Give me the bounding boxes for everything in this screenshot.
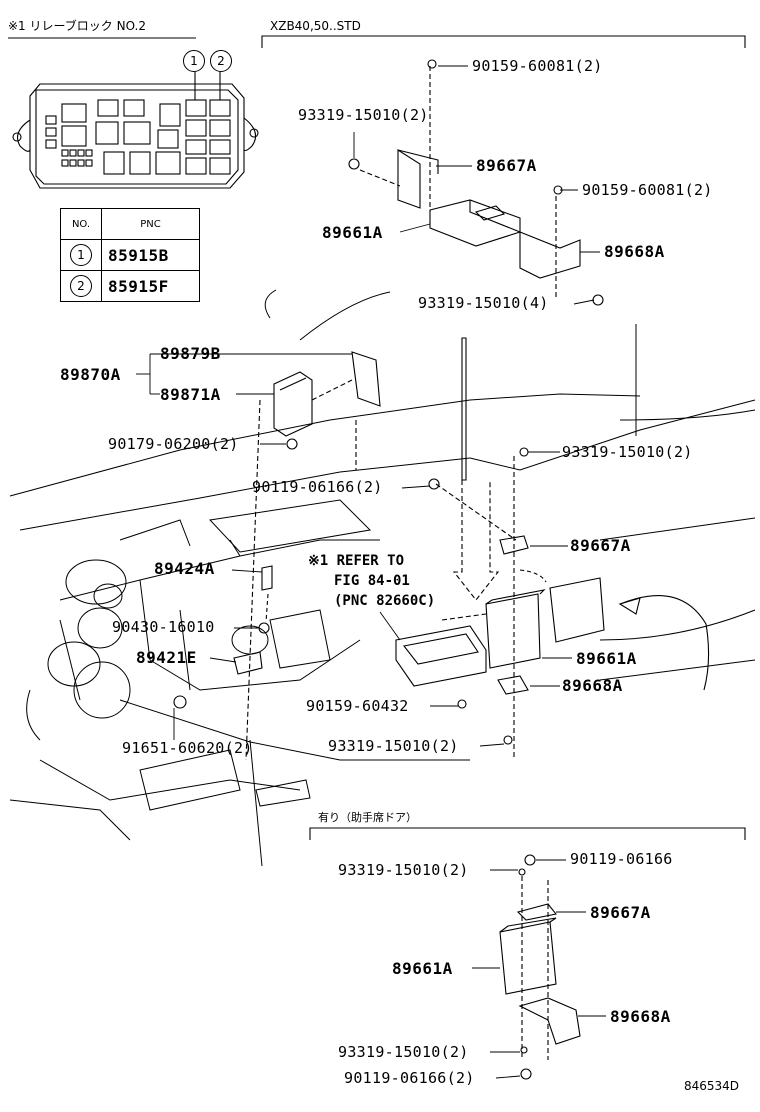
header-no: NO. bbox=[60, 208, 102, 240]
top-section-bracket bbox=[261, 35, 746, 48]
bottom-ecu-assembly bbox=[499, 854, 581, 1080]
row-pnc: 85915F bbox=[101, 270, 200, 302]
table-row: 1 85915B bbox=[60, 239, 200, 271]
part-label-93319-15010: 93319-15010(2) bbox=[338, 861, 469, 879]
part-label-89870a: 89870A bbox=[60, 365, 121, 384]
part-label-90179-06200: 90179-06200(2) bbox=[108, 435, 239, 453]
header-pnc: PNC bbox=[101, 208, 200, 240]
vehicle-body-outline bbox=[9, 289, 756, 867]
top-ecu-assembly bbox=[348, 59, 604, 306]
part-label-90119-06166: 90119-06166 bbox=[570, 850, 673, 868]
refer-note-line1: ※1 REFER TO bbox=[308, 553, 405, 569]
part-label-89421e: 89421E bbox=[136, 648, 197, 667]
part-label-90119-06166: 90119-06166(2) bbox=[344, 1069, 475, 1087]
part-label-89668a: 89668A bbox=[604, 242, 665, 261]
part-label-89661a: 89661A bbox=[392, 959, 453, 978]
relay-module-89870a bbox=[273, 351, 381, 450]
bottom-section-bracket bbox=[309, 827, 746, 840]
refer-note-line2: FIG 84-01 bbox=[334, 573, 410, 589]
pnc-table-header: NO. PNC bbox=[60, 208, 200, 240]
leader-lines bbox=[136, 65, 606, 1079]
relay-block-diagram bbox=[12, 72, 259, 189]
relay-block-title: ※1 リレーブロック NO.2 bbox=[8, 19, 146, 33]
part-label-89661a: 89661A bbox=[322, 223, 383, 242]
table-row: 2 85915F bbox=[60, 270, 200, 302]
part-label-90159-60432: 90159-60432 bbox=[306, 697, 409, 715]
part-label-93319-15010: 93319-15010(2) bbox=[298, 106, 429, 124]
part-label-91651-60620: 91651-60620(2) bbox=[122, 739, 253, 757]
figure-id: 846534D bbox=[684, 1079, 740, 1093]
part-label-93319-15010: 93319-15010(4) bbox=[418, 294, 549, 312]
part-label-89661a: 89661A bbox=[576, 649, 637, 668]
part-label-89667a: 89667A bbox=[590, 903, 651, 922]
part-label-89879b: 89879B bbox=[160, 344, 221, 363]
bottom-section-header: 有り（助手席ドア） bbox=[318, 811, 417, 824]
part-label-89668a: 89668A bbox=[610, 1007, 671, 1026]
row-pnc: 85915B bbox=[101, 239, 200, 271]
refer-note-line3: (PNC 82660C) bbox=[334, 593, 436, 609]
part-label-93319-15010: 93319-15010(2) bbox=[328, 737, 459, 755]
part-label-90430-16010: 90430-16010 bbox=[112, 618, 215, 636]
pnc-table: NO. PNC 1 85915B 2 85915F bbox=[60, 208, 200, 302]
part-label-90119-06166: 90119-06166(2) bbox=[252, 478, 383, 496]
part-label-89424a: 89424A bbox=[154, 559, 215, 578]
part-label-90159-60081: 90159-60081(2) bbox=[582, 181, 713, 199]
row-no: 2 bbox=[70, 275, 92, 297]
relay-marker-2: 2 bbox=[210, 50, 232, 72]
part-label-93319-15010: 93319-15010(2) bbox=[338, 1043, 469, 1061]
part-label-89667a: 89667A bbox=[570, 536, 631, 555]
part-label-89871a: 89871A bbox=[160, 385, 221, 404]
row-no: 1 bbox=[70, 244, 92, 266]
top-section-header: XZB40,50..STD bbox=[270, 19, 361, 33]
relay-marker-1: 1 bbox=[183, 50, 205, 72]
part-label-93319-15010: 93319-15010(2) bbox=[562, 443, 693, 461]
part-label-90159-60081: 90159-60081(2) bbox=[472, 57, 603, 75]
engine-block bbox=[47, 499, 380, 719]
part-label-89667a: 89667A bbox=[476, 156, 537, 175]
part-label-89668a: 89668A bbox=[562, 676, 623, 695]
middle-ecu-assembly bbox=[173, 337, 710, 761]
